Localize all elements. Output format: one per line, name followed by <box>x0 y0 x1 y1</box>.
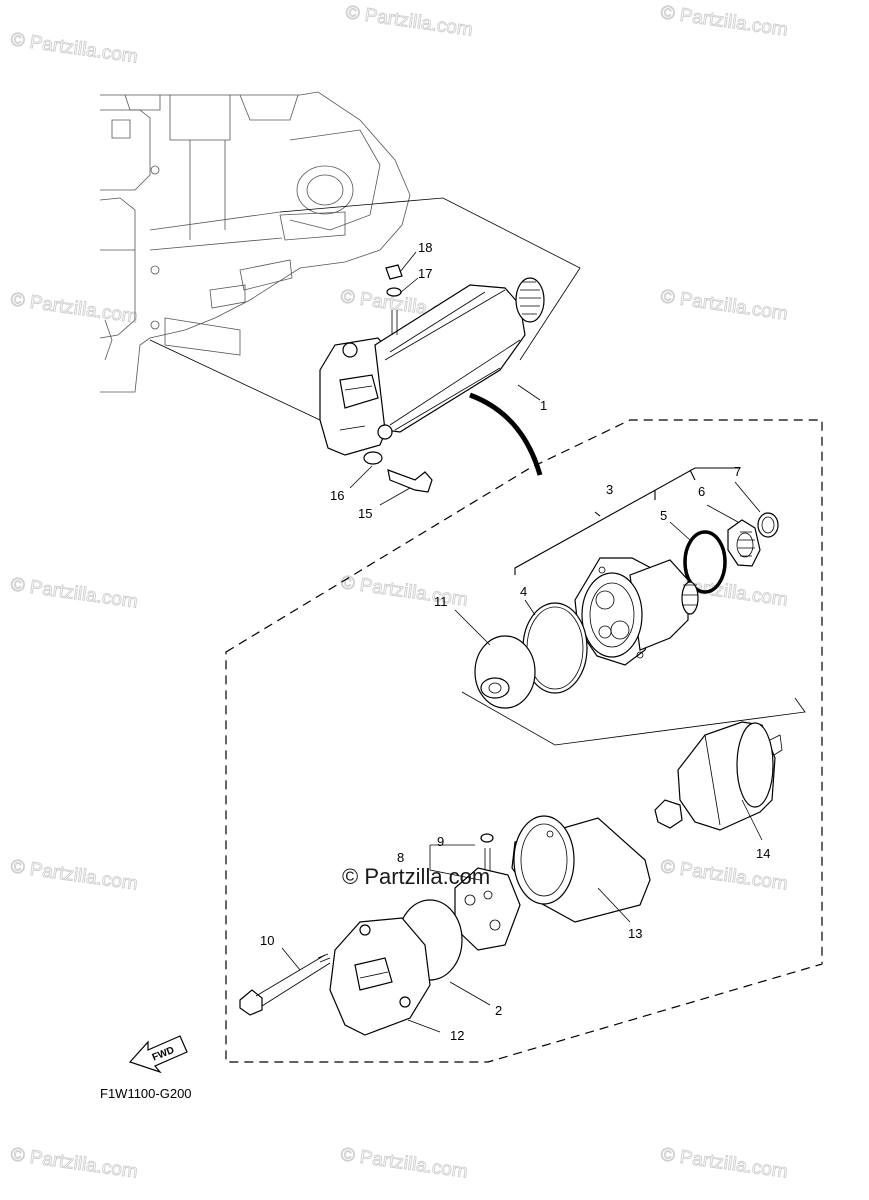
callout-2: 2 <box>495 1003 502 1018</box>
brake-plate <box>474 635 536 709</box>
callout-7: 7 <box>734 464 741 479</box>
mount-projection-line <box>149 339 321 421</box>
explode-boundary <box>225 419 823 1063</box>
watermark: © Partzilla.com <box>9 856 139 895</box>
o-ring-small <box>683 530 727 594</box>
snap-ring <box>757 512 779 538</box>
starter-motor-assembly <box>319 277 545 476</box>
watermark: © Partzilla.com <box>9 1144 139 1183</box>
watermark: © Partzilla.com <box>9 574 139 613</box>
group-bracket <box>594 511 601 517</box>
brush-holder <box>454 833 521 951</box>
diagram-code: F1W1100-G200 <box>100 1086 192 1101</box>
watermark: © Partzilla.com <box>659 856 789 895</box>
watermark: © Partzilla.com <box>344 2 474 41</box>
armature <box>654 721 783 831</box>
callout-4: 4 <box>520 584 527 599</box>
watermark: © Partzilla.com <box>659 286 789 325</box>
callout-9: 9 <box>437 834 444 849</box>
callout-8: 8 <box>397 850 404 865</box>
mount-projection-line <box>279 197 581 361</box>
yoke <box>511 815 651 923</box>
group-bracket <box>514 467 740 575</box>
watermark: © Partzilla.com <box>659 2 789 41</box>
through-bolt <box>239 953 331 1016</box>
callout-12: 12 <box>450 1028 464 1043</box>
axis-line <box>461 691 806 746</box>
watermark: © Partzilla.com <box>339 1144 469 1183</box>
watermark: © Partzilla.com <box>659 1144 789 1183</box>
callout-6: 6 <box>698 484 705 499</box>
callout-15: 15 <box>358 506 372 521</box>
watermark-main: © Partzilla.com <box>342 864 490 889</box>
callout-1: 1 <box>540 398 547 413</box>
callout-14: 14 <box>756 846 770 861</box>
callout-5: 5 <box>660 508 667 523</box>
fasteners-top <box>363 264 433 493</box>
callout-labels: 1 2 3 4 5 6 7 8 9 10 11 12 13 14 15 16 1… <box>260 240 770 1043</box>
callout-17: 17 <box>418 266 432 281</box>
watermark: © Partzilla.com <box>9 29 139 68</box>
watermark: © Partzilla.com <box>339 572 469 611</box>
front-cover-assembly <box>574 557 699 666</box>
callout-18: 18 <box>418 240 432 255</box>
group-bracket <box>689 469 696 481</box>
fwd-arrow-icon: FWD <box>128 1035 188 1074</box>
callout-11: 11 <box>434 594 448 609</box>
callout-3: 3 <box>606 482 613 497</box>
pinion-gear <box>727 519 761 567</box>
leader-lines <box>281 251 763 1033</box>
callout-10: 10 <box>260 933 274 948</box>
engine-block <box>99 91 411 393</box>
rear-cover <box>329 899 463 1036</box>
callout-13: 13 <box>628 926 642 941</box>
watermark: © Partzilla.com <box>9 289 139 328</box>
callout-16: 16 <box>330 488 344 503</box>
